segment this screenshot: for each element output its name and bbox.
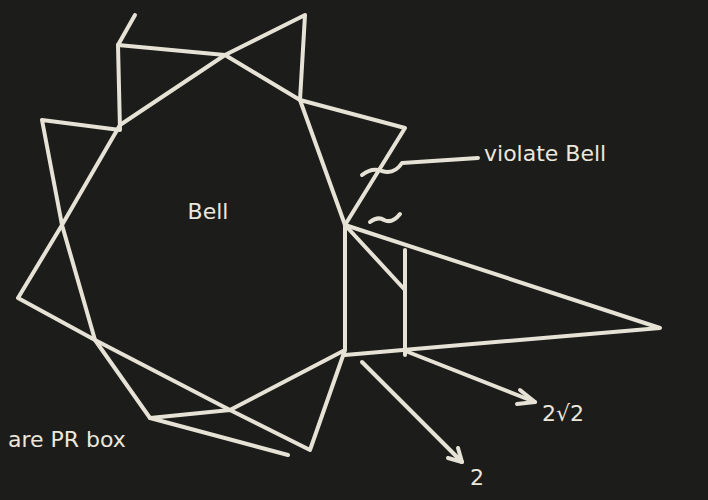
polygon-outline [58,52,348,414]
leader-line [370,214,400,222]
pr-box-spike [345,225,660,355]
leader-arrow [362,362,462,462]
value-label: 2 [470,466,484,490]
annotation: are PR box [8,428,126,452]
value-label: 2√2 [542,402,584,426]
leader-line [362,158,478,175]
polygon-edge [62,55,345,410]
chalk-line [150,418,288,455]
star-spike [42,15,405,225]
chalk-line [118,15,135,45]
star-spike [18,225,345,450]
chalk-line [345,225,405,290]
bell-polytope: Bell [58,52,348,414]
arrow-head [448,448,462,462]
leader-arrow [408,352,535,402]
arrow-head [517,390,535,404]
region-label: Bell [188,200,229,224]
annotation: violate Bell [484,142,606,166]
chalk-line [403,250,407,355]
